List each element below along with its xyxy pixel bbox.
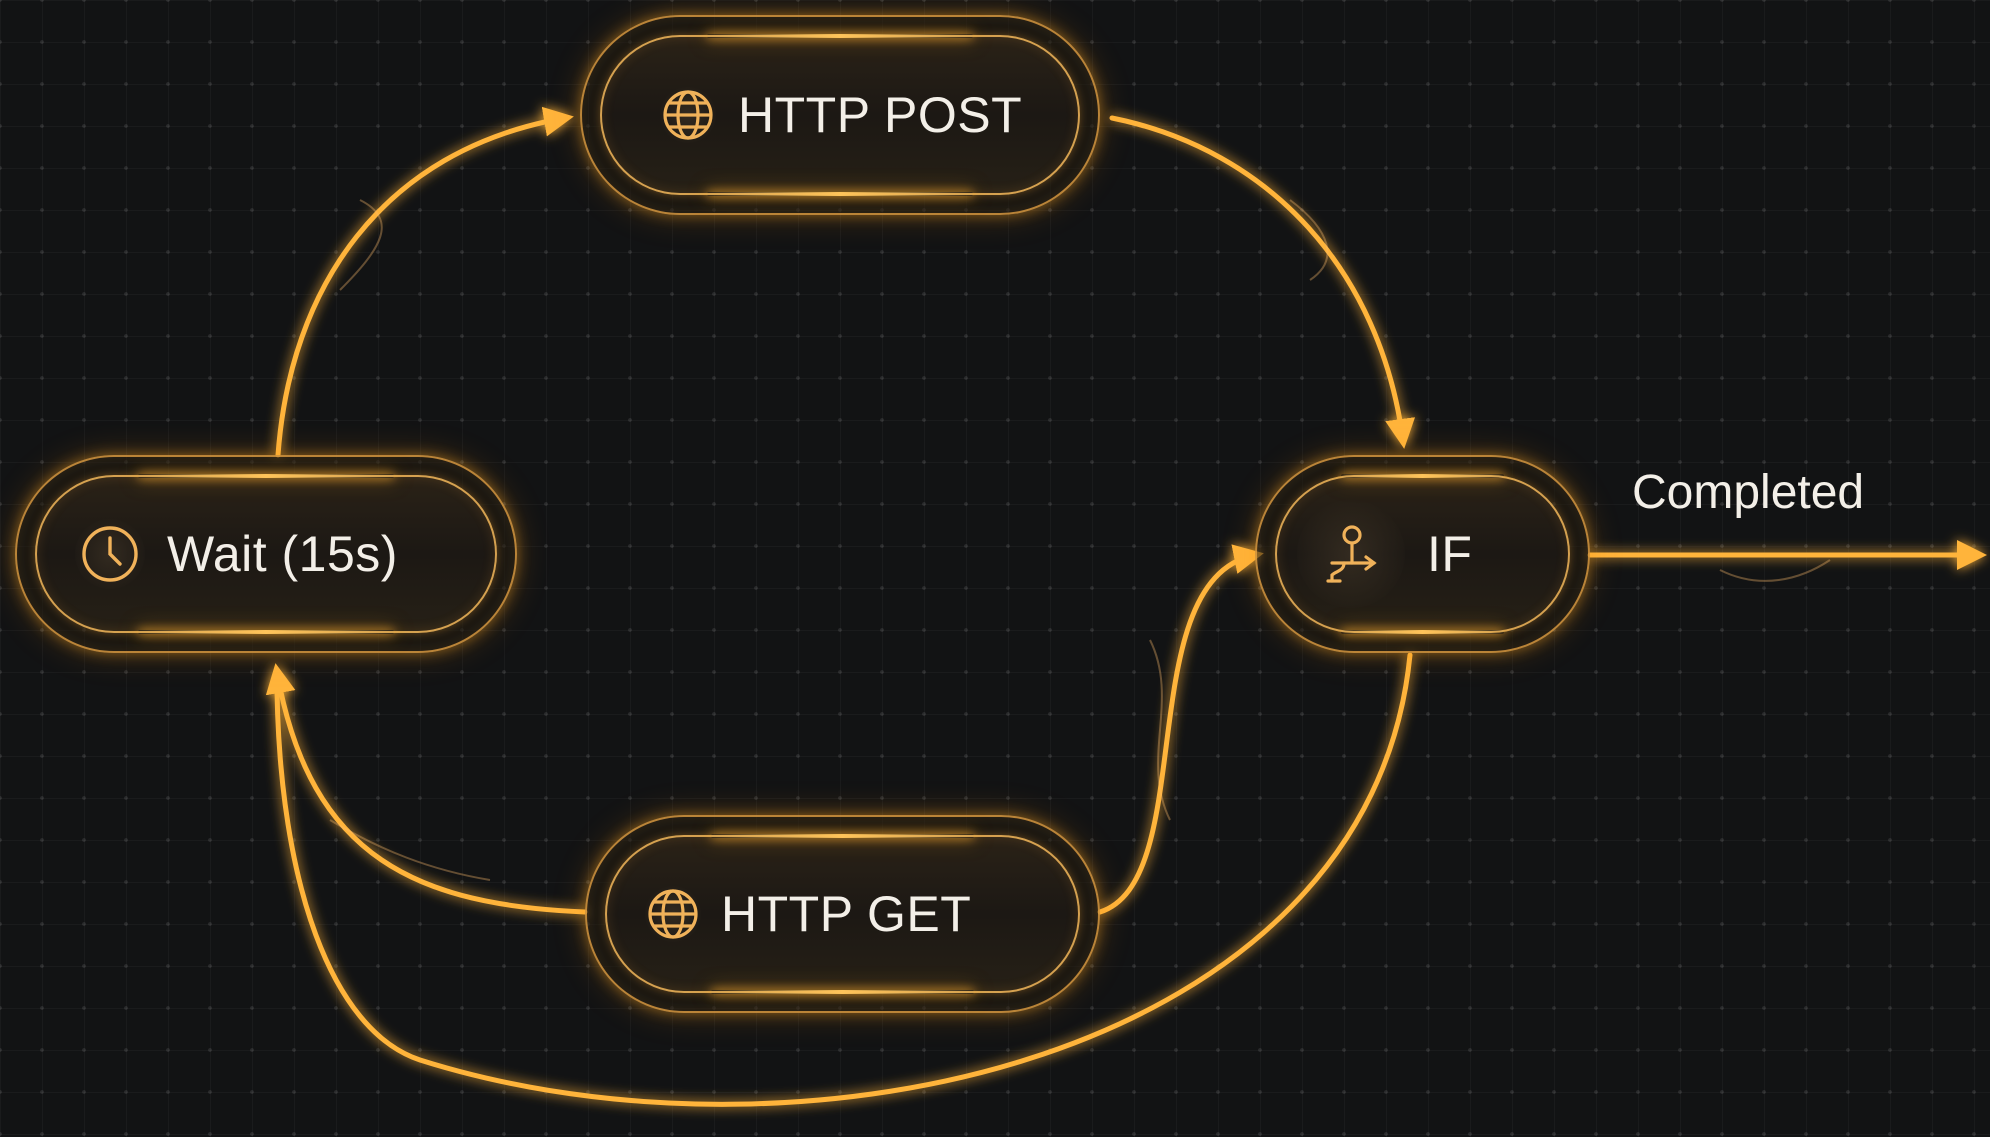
edge-if-to-wait[interactable] [274, 652, 1413, 1107]
node-http-get-label: HTTP GET [721, 886, 972, 942]
globe-icon [645, 886, 701, 942]
branch-icon [1297, 500, 1405, 608]
edge-http-get-to-if[interactable] [1097, 544, 1264, 915]
node-http-post[interactable]: HTTP POST [580, 15, 1100, 215]
node-wait-label: Wait (15s) [167, 526, 398, 582]
edge-wisp [329, 819, 491, 881]
edge-http-get-to-wait[interactable] [265, 663, 588, 915]
edge-wait-to-http-post[interactable] [275, 106, 574, 458]
node-wait[interactable]: Wait (15s) [15, 455, 517, 653]
edge-wisp [339, 199, 383, 291]
node-if-label: IF [1427, 526, 1473, 582]
edge-wisp [1719, 559, 1831, 582]
edge-wisp [1149, 639, 1171, 821]
edge-wisp [1289, 199, 1329, 281]
node-if[interactable]: IF [1255, 455, 1590, 653]
clock-icon [75, 519, 145, 589]
edge-http-post-to-if[interactable] [1109, 115, 1416, 449]
node-http-get[interactable]: HTTP GET [585, 815, 1100, 1013]
globe-icon [660, 87, 716, 143]
edge-label-completed: Completed [1632, 466, 1865, 519]
node-http-post-label: HTTP POST [738, 87, 1023, 143]
